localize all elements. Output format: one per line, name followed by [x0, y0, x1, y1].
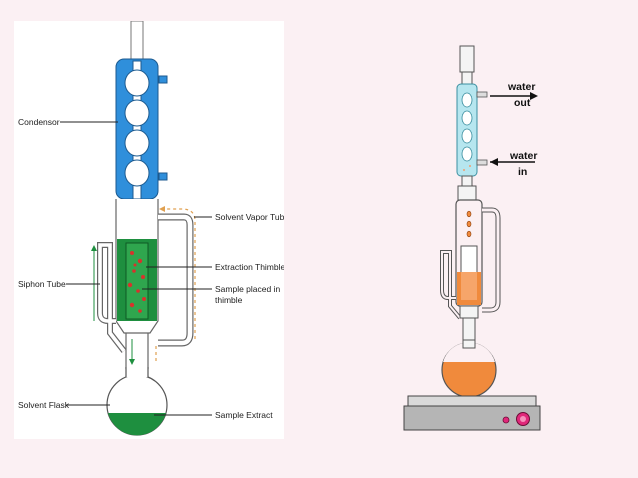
condenser-outlet: [158, 75, 168, 84]
top-joint: [459, 45, 475, 73]
soxhlet-schematic: Condensor Solvent Vapor Tube Extraction …: [18, 20, 289, 436]
label-water-out-line2: out: [514, 97, 531, 109]
condenser-coil: [124, 60, 150, 200]
label-water-in-line1: water: [509, 150, 537, 162]
vapor-flow-arrow: [162, 208, 196, 339]
label-siphon-tube: Siphon Tube: [18, 279, 66, 289]
indicator-light: [502, 416, 510, 424]
label-solvent-vapor-tube: Solvent Vapor Tube: [215, 212, 284, 222]
condenser-inlet: [158, 172, 168, 181]
hot-plate-top: [407, 395, 537, 407]
label-water-out-line1: water: [507, 81, 535, 93]
soxhlet-schematic-panel: Condensor Solvent Vapor Tube Extraction …: [14, 20, 289, 439]
soxhlet-apparatus: water out water in: [403, 45, 541, 431]
label-extraction-thimble: Extraction Thimble: [215, 262, 284, 272]
condenser-coil: [461, 92, 473, 162]
sample-extract: [108, 413, 166, 436]
label-water-in-line2: in: [518, 166, 527, 178]
soxhlet-apparatus-panel: water out water in: [400, 40, 550, 440]
water-in-port: [476, 159, 488, 166]
extraction-thimble: [125, 242, 149, 320]
label-solvent-flask: Solvent Flask: [18, 400, 70, 410]
label-condensor: Condensor: [18, 117, 60, 127]
label-sample-extract: Sample Extract: [215, 410, 273, 420]
sample-particles: [127, 251, 146, 313]
vapor-side-arm: [482, 207, 501, 313]
flask-neck: [125, 333, 149, 369]
middle-joint: [457, 185, 477, 201]
label-sample-placed-line2: thimble: [215, 295, 243, 305]
condenser-top-tube: [130, 20, 144, 62]
solvent-droplets: [466, 210, 472, 238]
solvent-vapor-tube: [158, 213, 194, 347]
water-out-port: [476, 91, 488, 98]
label-sample-placed-line1: Sample placed in: [215, 284, 280, 294]
